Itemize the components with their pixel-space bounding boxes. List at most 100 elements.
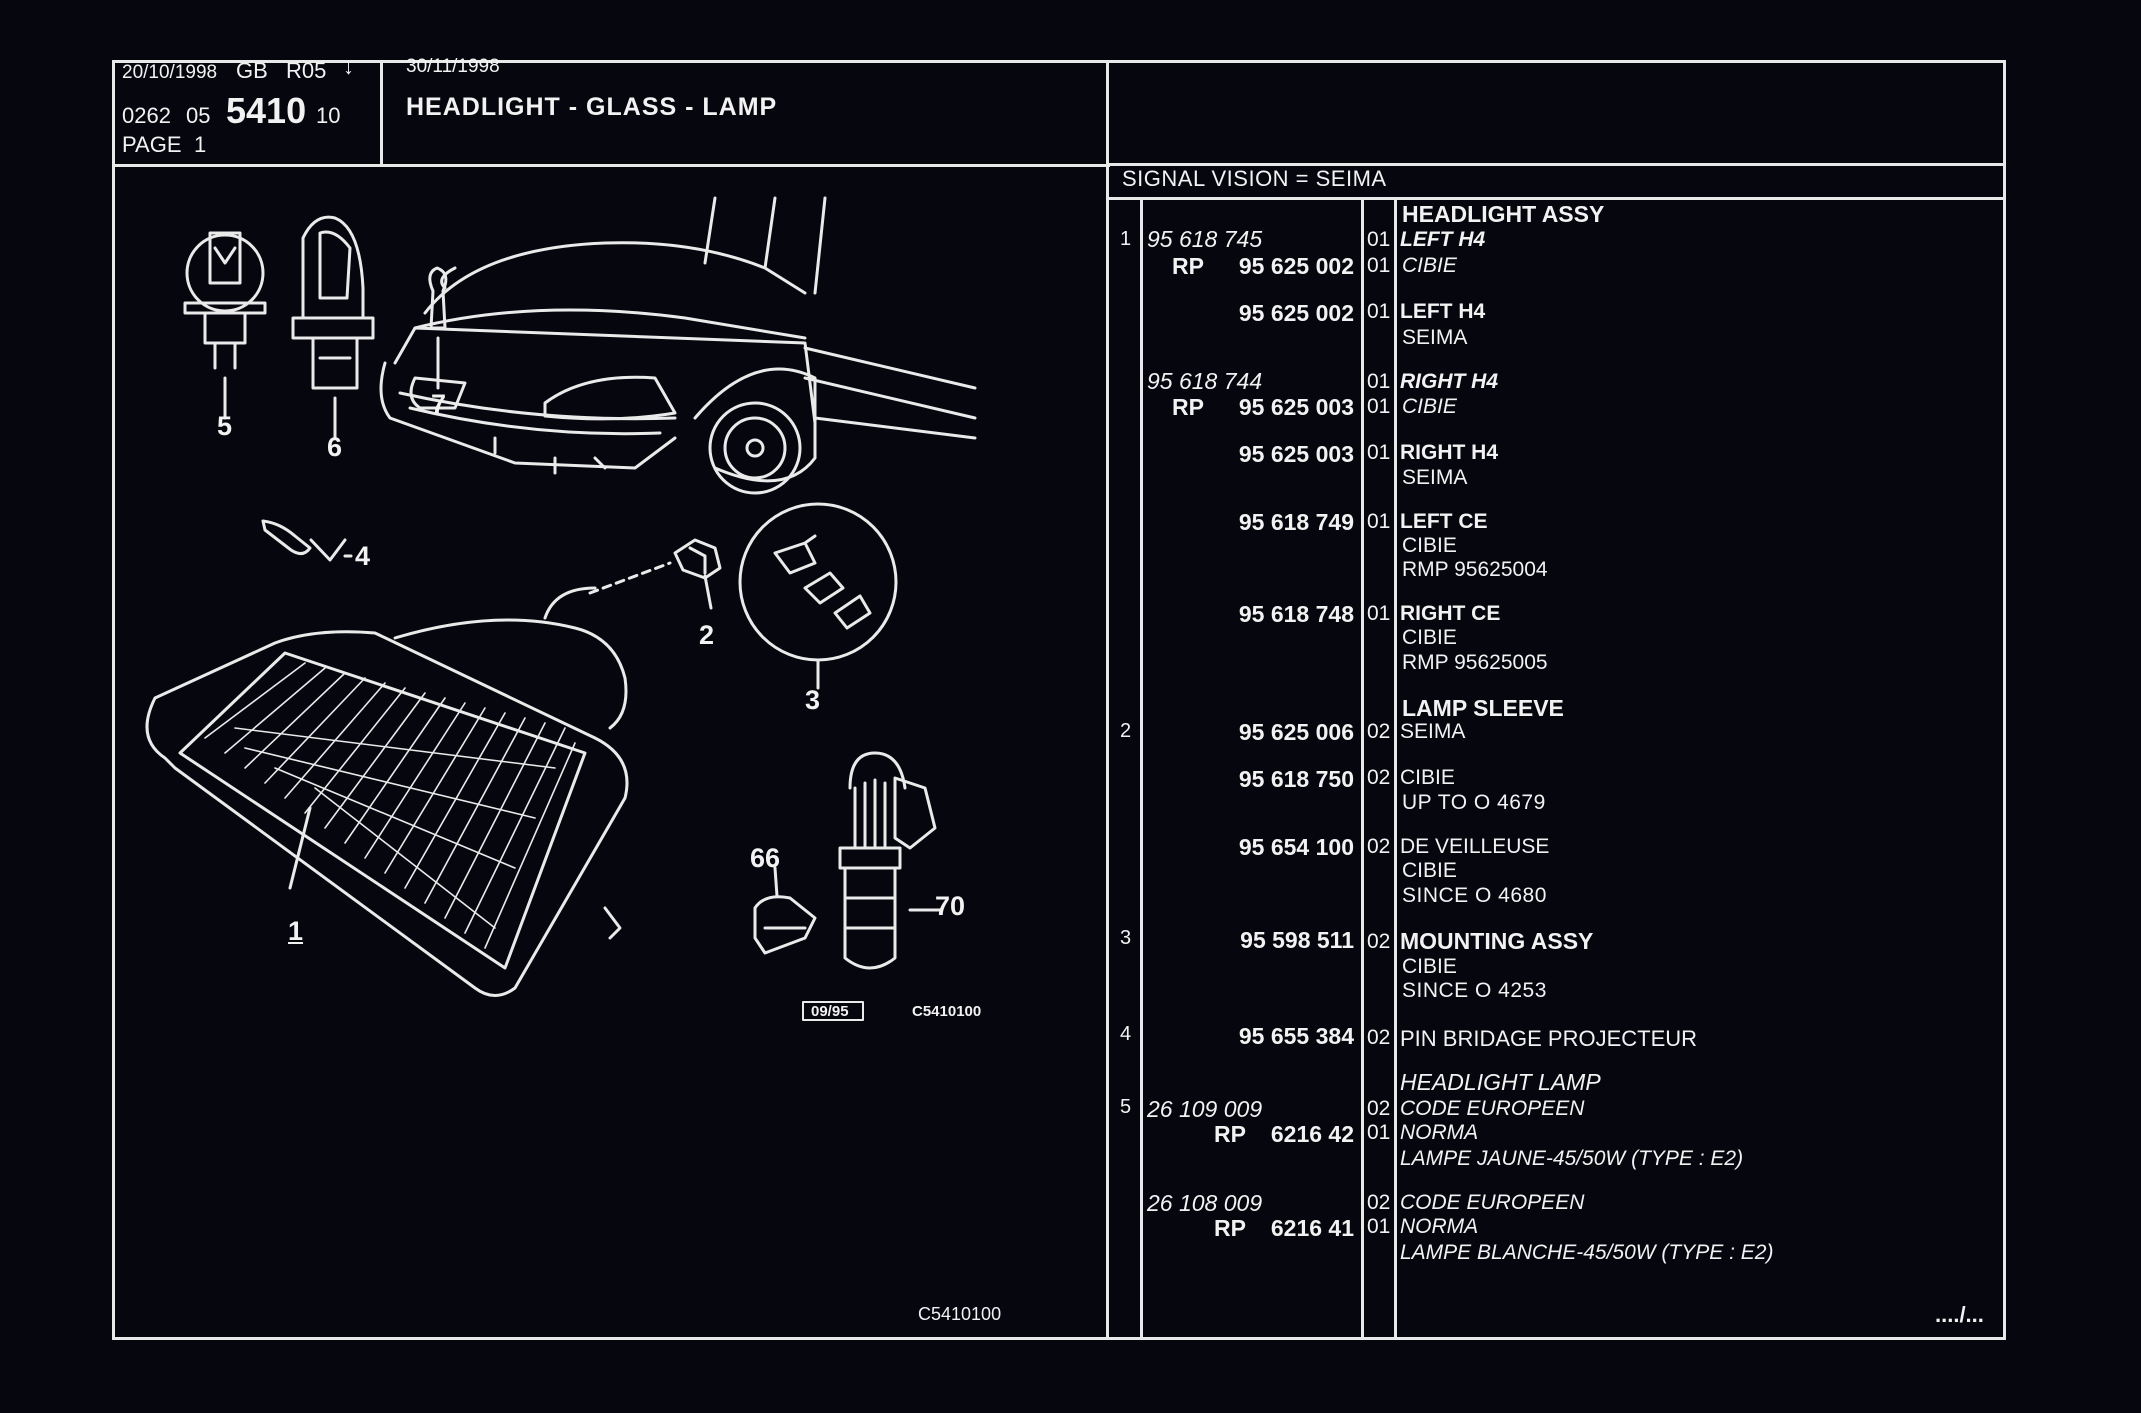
table-row-pn: 95 618 744 xyxy=(1147,368,1263,394)
arrow-down-icon: ↓ xyxy=(343,54,354,79)
table-row-desc: CIBIE xyxy=(1402,254,1457,277)
table-row-desc: LEFT CE xyxy=(1400,510,1488,533)
table-row-desc: SEIMA xyxy=(1402,326,1468,349)
table-row-qty: 01 xyxy=(1367,370,1391,393)
table-row-desc: PIN BRIDAGE PROJECTEUR xyxy=(1400,1026,1698,1051)
table-row-qty: 02 xyxy=(1367,1191,1391,1214)
table-col-qty-left xyxy=(1361,197,1364,1340)
callout-3: 3 xyxy=(805,685,821,715)
ref-suffix: 10 xyxy=(316,103,341,128)
mounting-assy-inset xyxy=(738,502,898,690)
callout-4: 4 xyxy=(355,541,371,571)
table-row-desc: CODE EUROPEEN xyxy=(1400,1097,1585,1120)
table-row-pn-prefix: RP xyxy=(1172,394,1204,420)
stamp-code: C5410100 xyxy=(912,1003,982,1020)
table-row-desc: NORMA xyxy=(1400,1121,1479,1144)
table-row-pn: 95 654 100 xyxy=(1238,834,1354,860)
page-title: HEADLIGHT - GLASS - LAMP xyxy=(406,93,778,121)
header-cell-divider xyxy=(380,60,383,166)
exploded-diagram xyxy=(145,196,977,1021)
table-row-pn: 6216 41 xyxy=(1270,1215,1354,1241)
header-revision: R05 xyxy=(286,58,327,83)
table-row-pn: 95 655 384 xyxy=(1238,1023,1354,1049)
table-row-pn-prefix: RP xyxy=(1214,1215,1246,1241)
table-row-qty: 02 xyxy=(1367,1026,1391,1049)
main-divider xyxy=(1106,60,1109,1340)
table-col-qty-right xyxy=(1394,197,1397,1340)
table-row-desc: SEIMA xyxy=(1402,466,1468,489)
bulb-h4-drawing xyxy=(183,231,267,420)
table-row-desc: CIBIE xyxy=(1402,955,1457,978)
pin-drawing xyxy=(261,519,353,562)
page-number: 1 xyxy=(194,132,207,157)
table-col-item xyxy=(1140,197,1143,1340)
table-row-qty: 01 xyxy=(1367,510,1391,533)
page-frame xyxy=(112,60,2006,1340)
bulb-h4-socket-drawing xyxy=(291,215,375,440)
callout-66: 66 xyxy=(750,843,781,873)
table-row-pn: 95 618 750 xyxy=(1238,766,1354,792)
header-date1: 20/10/1998 xyxy=(122,62,218,83)
table-row-desc: HEADLIGHT LAMP xyxy=(1400,1069,1601,1095)
supplier-divider xyxy=(1108,197,2006,200)
table-row-pn: 95 618 745 xyxy=(1147,226,1263,252)
table-row-desc: LEFT H4 xyxy=(1400,228,1486,251)
table-row-desc: LAMPE BLANCHE-45/50W (TYPE : E2) xyxy=(1400,1241,1774,1264)
table-row-qty: 02 xyxy=(1367,930,1391,953)
table-row-qty: 02 xyxy=(1367,766,1391,789)
table-row-desc: CIBIE xyxy=(1402,626,1457,649)
table-row-desc: CIBIE xyxy=(1402,859,1457,882)
table-row-qty: 02 xyxy=(1367,720,1391,743)
table-row-pn: 95 625 002 xyxy=(1238,300,1354,326)
table-row-item: 3 xyxy=(1120,927,1132,949)
table-row-pn: 26 109 009 xyxy=(1147,1096,1263,1122)
car-front-drawing xyxy=(379,196,977,495)
table-row-desc: MOUNTING ASSY xyxy=(1400,928,1594,954)
table-row-desc: NORMA xyxy=(1400,1215,1479,1238)
table-row-desc: CIBIE xyxy=(1402,395,1457,418)
table-row-desc: SINCE O 4253 xyxy=(1402,979,1547,1002)
table-row-desc: RMP 95625005 xyxy=(1402,651,1548,674)
table-row-desc: HEADLIGHT ASSY xyxy=(1402,201,1605,227)
table-row-qty: 01 xyxy=(1367,602,1391,625)
callout-2: 2 xyxy=(699,620,715,650)
table-row-qty: 01 xyxy=(1367,395,1391,418)
continued-marker: ..../... xyxy=(1935,1302,1984,1327)
table-row-desc: UP TO O 4679 xyxy=(1402,791,1546,814)
table-row-pn: 95 625 006 xyxy=(1238,719,1354,745)
clip-drawing xyxy=(753,866,817,955)
stamp-box xyxy=(802,1001,864,1021)
table-row-desc: LAMPE JAUNE-45/50W (TYPE : E2) xyxy=(1400,1147,1744,1170)
table-row-desc: RIGHT H4 xyxy=(1400,441,1499,464)
table-row-qty: 01 xyxy=(1367,1215,1391,1238)
table-row-qty: 01 xyxy=(1367,300,1391,323)
table-row-desc: CODE EUROPEEN xyxy=(1400,1191,1585,1214)
headlight-unit-drawing xyxy=(145,586,629,997)
ref-prefix2: 05 xyxy=(186,103,211,128)
footer-code: C5410100 xyxy=(918,1304,1002,1324)
table-row-desc: CIBIE xyxy=(1400,766,1455,789)
supplier-line: SIGNAL VISION = SEIMA xyxy=(1122,166,1387,191)
table-row-desc: LAMP SLEEVE xyxy=(1402,695,1564,721)
page-label: PAGE xyxy=(122,132,182,157)
table-row-desc: SINCE O 4680 xyxy=(1402,884,1547,907)
callout-6: 6 xyxy=(327,432,343,462)
table-row-item: 2 xyxy=(1120,720,1132,742)
table-row-pn: 95 625 003 xyxy=(1238,394,1354,420)
table-row-pn: 6216 42 xyxy=(1270,1121,1354,1147)
table-row-pn: 26 108 009 xyxy=(1147,1190,1263,1216)
header-date2: 30/11/1998 xyxy=(406,56,500,77)
callout-7: 7 xyxy=(431,389,447,419)
table-row-item: 5 xyxy=(1120,1096,1132,1118)
connector-drawing xyxy=(838,751,942,970)
header-divider-right xyxy=(1108,163,2006,166)
table-row-pn-prefix: RP xyxy=(1214,1121,1246,1147)
callout-5: 5 xyxy=(217,411,233,441)
table-row-desc: RIGHT H4 xyxy=(1400,370,1499,393)
bulb-wedge-drawing xyxy=(428,266,448,390)
table-row-qty: 02 xyxy=(1367,1097,1391,1120)
table-row-qty: 01 xyxy=(1367,441,1391,464)
table-row-qty: 01 xyxy=(1367,228,1391,251)
table-row-desc: DE VEILLEUSE xyxy=(1400,835,1550,858)
header-divider-left xyxy=(112,164,1110,167)
